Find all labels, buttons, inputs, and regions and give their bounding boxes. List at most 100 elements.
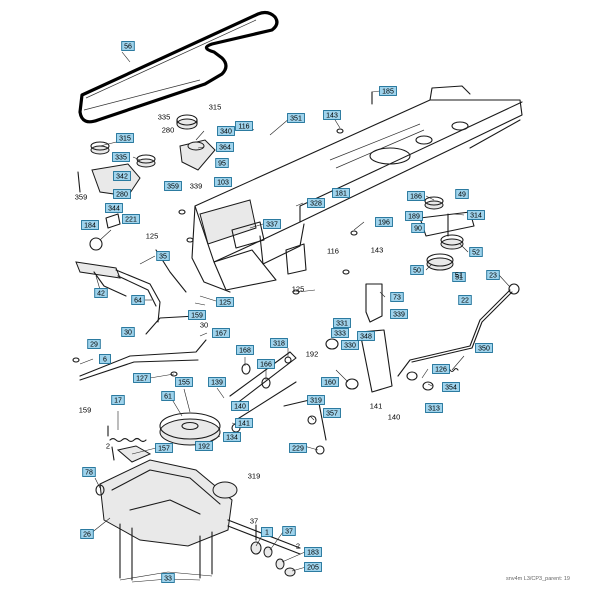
callout-159[interactable]: 159	[188, 310, 206, 320]
callout-50[interactable]: 50	[410, 265, 424, 275]
callout-125[interactable]: 125	[216, 297, 234, 307]
callout-78[interactable]: 78	[82, 467, 96, 477]
callout-label: 78	[85, 470, 93, 477]
callout-1[interactable]: 1	[261, 527, 273, 537]
frame-chassis	[191, 85, 523, 293]
callout-344[interactable]: 344	[105, 203, 123, 213]
callout-26[interactable]: 26	[80, 529, 94, 539]
callout-17[interactable]: 17	[111, 395, 125, 405]
callout-340[interactable]: 340	[217, 126, 235, 136]
callout-337[interactable]: 337	[263, 219, 281, 229]
callout-126[interactable]: 126	[432, 364, 450, 374]
callout-143[interactable]: 143	[323, 110, 341, 120]
callout-22[interactable]: 22	[458, 295, 472, 305]
callout-315[interactable]: 315	[116, 133, 134, 143]
callout-box	[475, 343, 493, 353]
callout-label: 64	[134, 298, 142, 305]
callout-229[interactable]: 229	[289, 443, 307, 453]
callout-label: 22	[461, 298, 469, 305]
callout-label: 359	[167, 184, 179, 191]
callout-35[interactable]: 35	[156, 251, 170, 261]
callout-333[interactable]: 333	[331, 328, 349, 338]
callout-141[interactable]: 141	[235, 418, 253, 428]
callout-label: 354	[445, 385, 457, 392]
callout-357[interactable]: 357	[323, 408, 341, 418]
callout-73[interactable]: 73	[390, 292, 404, 302]
callout-183[interactable]: 183	[304, 547, 322, 557]
callout-label: 340	[220, 129, 232, 136]
callout-29[interactable]: 29	[87, 339, 101, 349]
callout-box	[175, 377, 193, 387]
callout-192[interactable]: 192	[195, 441, 213, 451]
callout-359[interactable]: 359	[164, 181, 182, 191]
callout-95[interactable]: 95	[215, 158, 229, 168]
callout-52[interactable]: 52	[469, 247, 483, 257]
callout-127[interactable]: 127	[133, 373, 151, 383]
callout-221[interactable]: 221	[122, 214, 140, 224]
callout-354[interactable]: 354	[442, 382, 460, 392]
part-number-label: 2	[296, 542, 300, 551]
linkage-rod	[79, 339, 207, 377]
callout-box	[341, 340, 359, 350]
callout-189[interactable]: 189	[405, 211, 423, 221]
callout-label: 348	[360, 334, 372, 341]
callout-181[interactable]: 181	[332, 188, 350, 198]
callout-61[interactable]: 61	[161, 391, 175, 401]
callout-box	[81, 220, 99, 230]
callout-342[interactable]: 342	[113, 171, 131, 181]
callout-318[interactable]: 318	[270, 338, 288, 348]
callout-160[interactable]: 160	[321, 377, 339, 387]
callout-49[interactable]: 49	[455, 189, 469, 199]
callout-label: 160	[324, 380, 336, 387]
callout-196[interactable]: 196	[375, 217, 393, 227]
callout-134[interactable]: 134	[223, 432, 241, 442]
callout-box	[357, 331, 375, 341]
callout-155[interactable]: 155	[175, 377, 193, 387]
callout-166[interactable]: 166	[257, 359, 275, 369]
callout-351[interactable]: 351	[287, 113, 305, 123]
callout-33[interactable]: 33	[161, 573, 175, 583]
callout-label: 103	[217, 180, 229, 187]
callout-330[interactable]: 330	[341, 340, 359, 350]
callout-186[interactable]: 186	[407, 191, 425, 201]
callout-30[interactable]: 30	[121, 327, 135, 337]
callout-box	[333, 318, 351, 328]
callout-313[interactable]: 313	[425, 403, 443, 413]
callout-339[interactable]: 339	[390, 309, 408, 319]
callout-168[interactable]: 168	[236, 345, 254, 355]
callout-364[interactable]: 364	[216, 142, 234, 152]
callout-103[interactable]: 103	[214, 177, 232, 187]
callout-56[interactable]: 56	[121, 41, 135, 51]
callout-label: 155	[178, 380, 190, 387]
callout-348[interactable]: 348	[357, 331, 375, 341]
callout-label: 319	[310, 398, 322, 405]
callout-205[interactable]: 205	[304, 562, 322, 572]
callout-37[interactable]: 37	[282, 526, 296, 536]
callout-185[interactable]: 185	[379, 86, 397, 96]
callout-328[interactable]: 328	[307, 198, 325, 208]
callout-139[interactable]: 139	[208, 377, 226, 387]
callout-51[interactable]: 51	[452, 272, 466, 282]
callout-157[interactable]: 157	[155, 443, 173, 453]
callout-label: 33	[164, 576, 172, 583]
callout-23[interactable]: 23	[486, 270, 500, 280]
callout-label: 331	[336, 321, 348, 328]
callout-box	[112, 152, 130, 162]
callout-42[interactable]: 42	[94, 288, 108, 298]
callout-label: 49	[458, 192, 466, 199]
callout-64[interactable]: 64	[131, 295, 145, 305]
callout-280[interactable]: 280	[113, 189, 131, 199]
callout-314[interactable]: 314	[467, 210, 485, 220]
callout-6[interactable]: 6	[99, 354, 111, 364]
callout-167[interactable]: 167	[212, 328, 230, 338]
callout-184[interactable]: 184	[81, 220, 99, 230]
callout-350[interactable]: 350	[475, 343, 493, 353]
callout-140[interactable]: 140	[231, 401, 249, 411]
callout-90[interactable]: 90	[411, 223, 425, 233]
callout-box	[304, 547, 322, 557]
callout-319[interactable]: 319	[307, 395, 325, 405]
callout-116[interactable]: 116	[235, 121, 253, 131]
callout-331[interactable]: 331	[333, 318, 351, 328]
callout-335[interactable]: 335	[112, 152, 130, 162]
